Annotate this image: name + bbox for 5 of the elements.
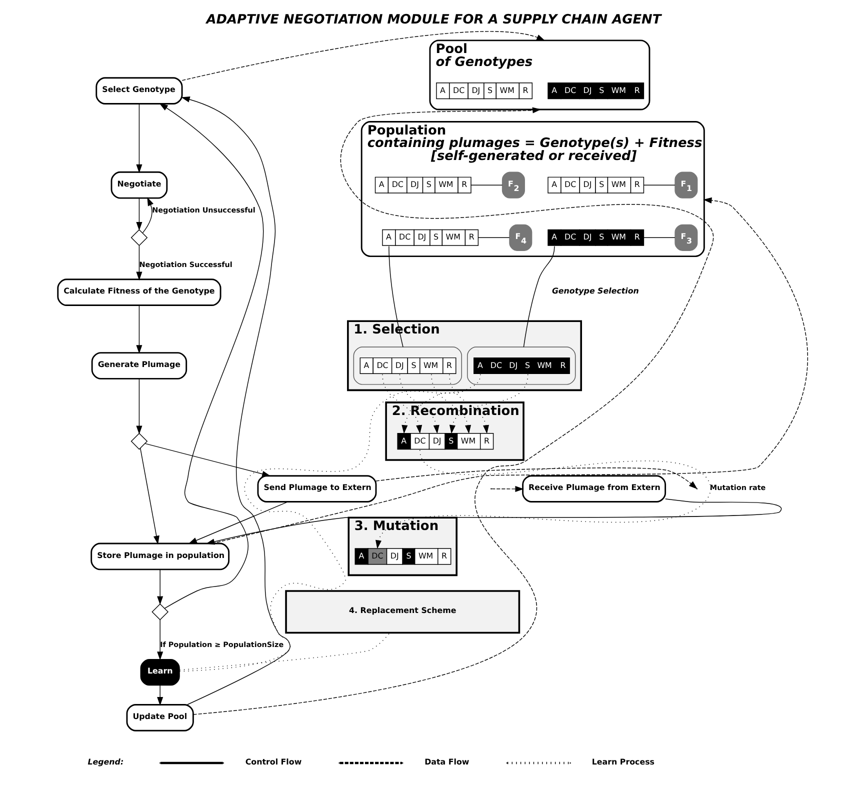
edge-label: Negotiation Successful	[138, 260, 232, 270]
edge-label: Mutation rate	[709, 482, 766, 492]
edge-label: Negotiation Unsuccessful	[152, 205, 255, 214]
diagram-title: ADAPTIVE NEGOTIATION MODULE FOR A SUPPLY CHAIN AGENT	[206, 12, 661, 28]
edge-label: If Population ≥ PopulationSize	[160, 640, 284, 650]
